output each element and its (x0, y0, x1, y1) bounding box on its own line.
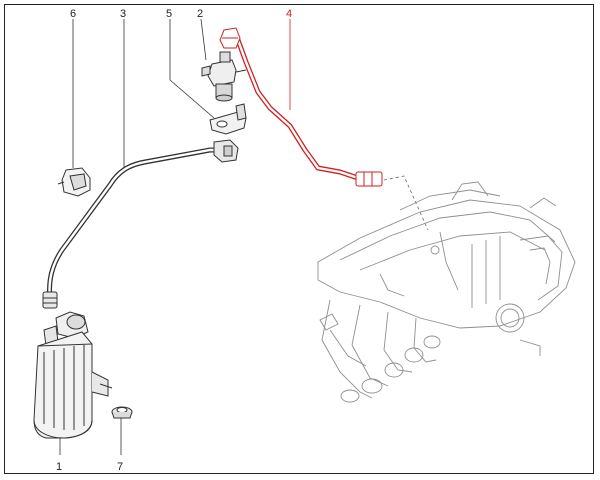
intake-manifold (317, 181, 576, 403)
part-3-hose (42, 139, 239, 309)
hose-3-connector-top (213, 139, 239, 163)
part-1-canister (33, 311, 113, 439)
part-7-grommet (111, 406, 133, 419)
callout-3: 3 (120, 8, 126, 20)
diagram-frame (4, 4, 594, 474)
hose-4-connector-top (219, 27, 241, 49)
callout-6: 6 (70, 8, 76, 20)
part-4-hose (219, 27, 383, 187)
mount-guide-line (383, 175, 429, 231)
hose-4-connector-bottom (355, 171, 383, 187)
callout-4: 4 (286, 8, 292, 20)
part-5-bracket (209, 103, 247, 135)
hose-3-connector-bottom (42, 291, 58, 309)
part-6-clip (57, 167, 91, 197)
part-2-valve (201, 51, 247, 102)
callout-1: 1 (56, 461, 62, 473)
callout-2: 2 (197, 8, 203, 20)
callout-5: 5 (166, 8, 172, 20)
leader-2 (200, 18, 207, 61)
callout-7: 7 (117, 461, 123, 473)
leader-lines (59, 18, 215, 455)
leader-5 (169, 19, 215, 119)
